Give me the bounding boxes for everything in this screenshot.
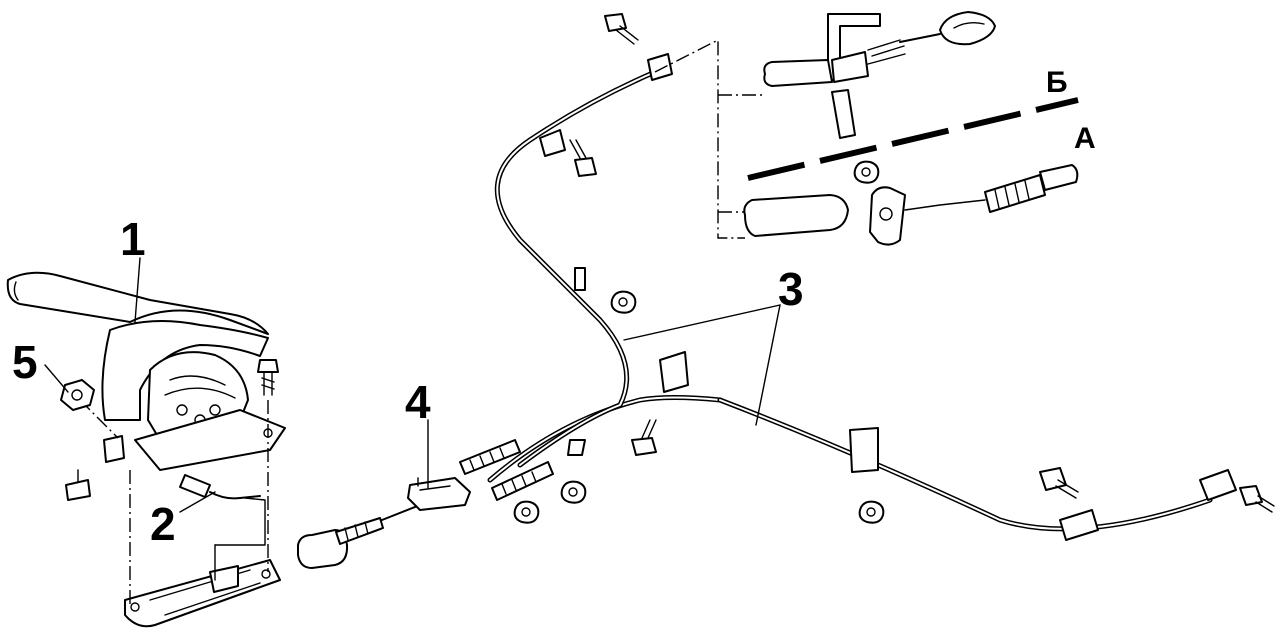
callout-1: 1 bbox=[120, 213, 146, 265]
nut-5 bbox=[60, 379, 95, 411]
rear-cable-right bbox=[494, 69, 658, 468]
floor-bracket bbox=[124, 559, 281, 628]
cable-ends bbox=[459, 439, 586, 501]
cable-fasteners bbox=[513, 160, 885, 524]
callout-4: 4 bbox=[405, 376, 431, 428]
cable-bolts bbox=[569, 13, 1275, 513]
detail-frame bbox=[654, 38, 765, 239]
front-cable bbox=[297, 504, 421, 569]
rear-cable-left bbox=[487, 395, 1213, 532]
parking-brake-switch bbox=[179, 474, 261, 500]
section-label-b: Б bbox=[1046, 66, 1068, 99]
section-label-a: А bbox=[1074, 122, 1096, 155]
bolt-lever-mount bbox=[257, 359, 279, 396]
detail-view-a bbox=[743, 164, 1079, 246]
callout-2: 2 bbox=[150, 498, 176, 550]
parking-brake-lever bbox=[6, 271, 286, 501]
equalizer bbox=[407, 477, 471, 511]
detail-view-b bbox=[763, 11, 996, 139]
section-divider bbox=[747, 97, 1079, 181]
callout-3: 3 bbox=[778, 263, 804, 315]
callout-5: 5 bbox=[12, 336, 38, 388]
leader-lines bbox=[44, 257, 781, 513]
cable-brackets bbox=[539, 53, 1237, 541]
